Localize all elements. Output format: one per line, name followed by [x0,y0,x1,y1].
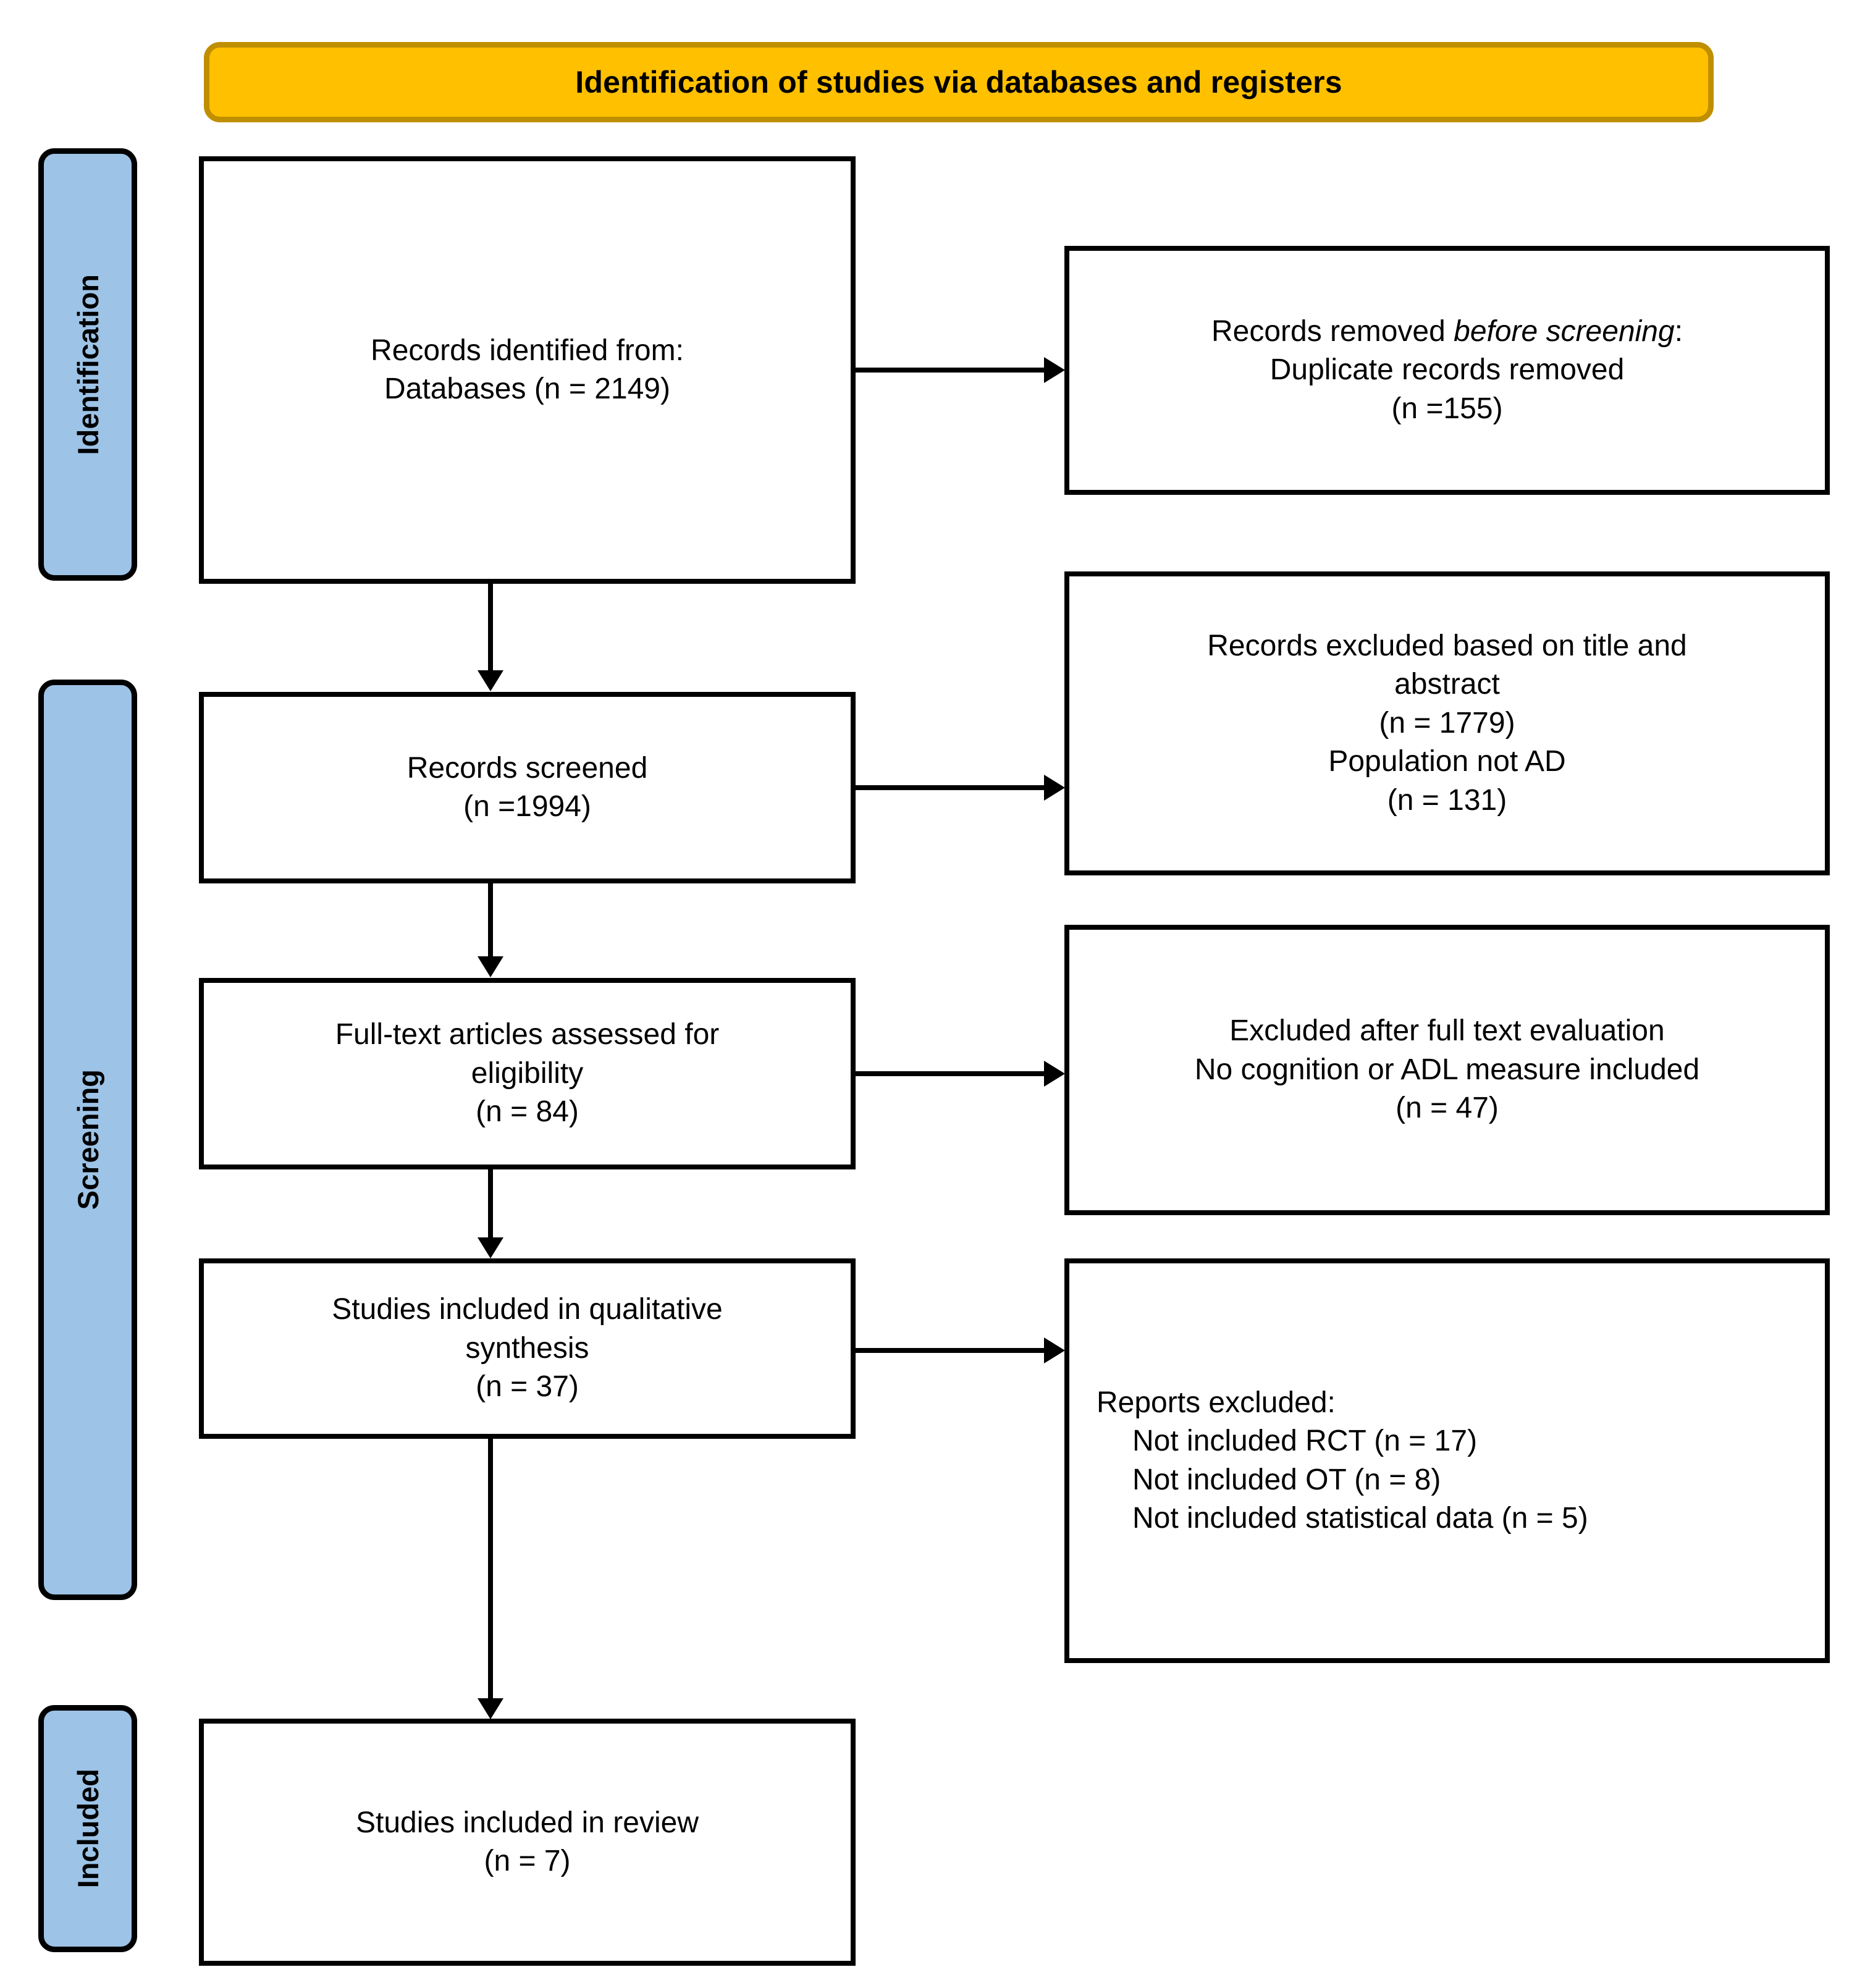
diagram-title-banner: Identification of studies via databases … [204,42,1714,122]
box-studies-included-review: Studies included in review(n = 7) [199,1719,856,1966]
stage-label-identification: Identification [71,274,104,455]
connector-fulltext-to-synthesis [488,1169,493,1237]
box-reports-excluded-text: Reports excluded:Not included RCT (n = 1… [1097,1386,1588,1535]
stage-bar-screening: Screening [38,680,137,1600]
diagram-title: Identification of studies via databases … [575,64,1342,99]
box-records-screened-text: Records screened(n =1994) [406,751,648,823]
stage-bar-identification: Identification [38,148,137,581]
box-studies-included-review-text: Studies included in review(n = 7) [356,1806,699,1877]
stage-label-included: Included [71,1769,104,1889]
arrowhead-fulltext-to-synthesis [478,1237,503,1258]
box-records-screened: Records screened(n =1994) [199,692,856,883]
stage-bar-included: Included [38,1705,137,1952]
connector-synthesis-to-reports-excluded [856,1348,1044,1353]
arrowhead-identified-to-screened [478,670,503,691]
box-records-removed-before-screening: Records removed before screening:Duplica… [1064,246,1830,495]
arrowhead-identified-to-removed [1044,357,1065,383]
box-reports-excluded: Reports excluded:Not included RCT (n = 1… [1064,1258,1830,1663]
box-records-removed-text: Records removed before screening:Duplica… [1211,314,1683,425]
connector-identified-to-screened [488,584,493,670]
connector-screened-to-fulltext [488,883,493,956]
connector-screened-to-excluded [856,785,1044,790]
connector-identified-to-removed [856,368,1044,373]
connector-synthesis-to-review [488,1439,493,1698]
arrowhead-screened-to-fulltext [478,956,503,977]
arrowhead-fulltext-to-excluded [1044,1061,1065,1087]
box-records-identified: Records identified from:Databases (n = 2… [199,156,856,584]
stage-label-screening: Screening [71,1069,104,1210]
arrowhead-synthesis-to-reports-excluded [1044,1337,1065,1363]
arrowhead-synthesis-to-review [478,1698,503,1719]
box-records-identified-text: Records identified from:Databases (n = 2… [371,334,684,405]
connector-fulltext-to-excluded [856,1071,1044,1076]
arrowhead-screened-to-excluded [1044,775,1065,801]
